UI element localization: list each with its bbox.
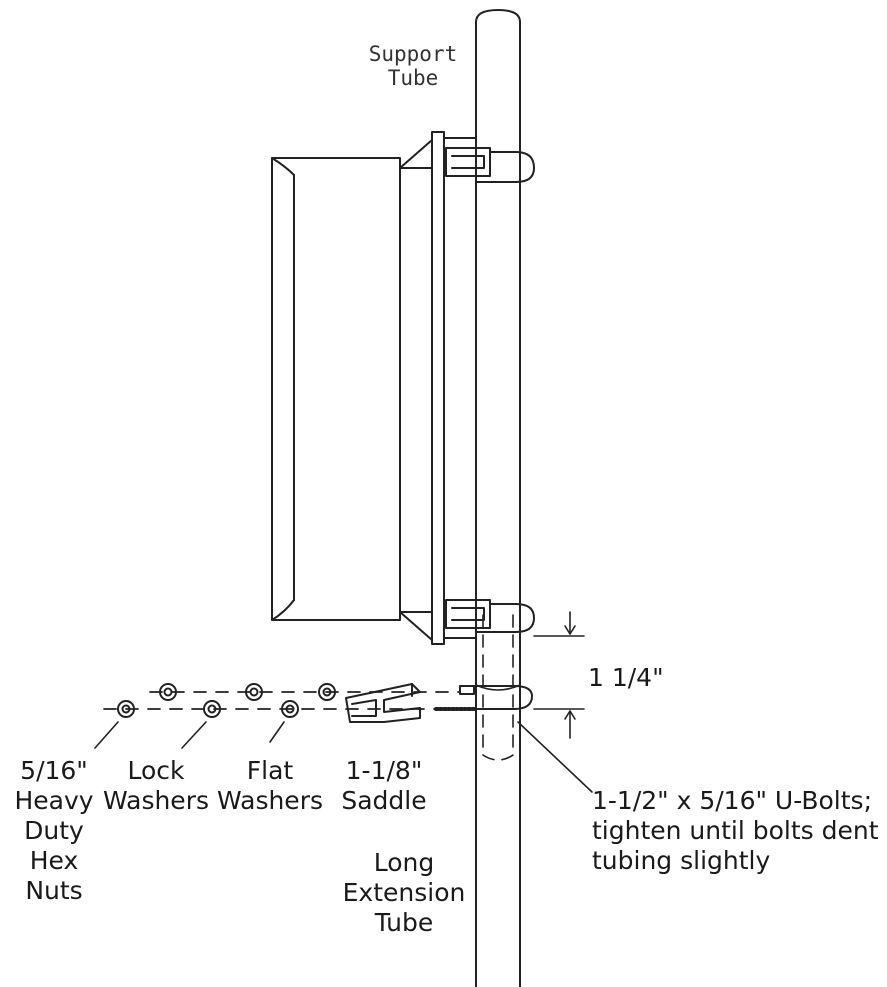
lock-washers-label-line-1: Lock	[127, 756, 185, 785]
flat-washer-icons	[281, 683, 336, 718]
support-tube-label: Support Tube	[350, 42, 476, 90]
extension-tube-label-line-3: Tube	[374, 908, 434, 937]
hex-nut-icons	[117, 683, 177, 718]
upper-u-bolt	[445, 147, 535, 183]
lock-washers-label: Lock Washers	[100, 756, 212, 816]
flat-washers-label-line-1: Flat	[246, 756, 294, 785]
hex-nuts-label-line-3: Duty	[24, 816, 84, 845]
extension-tube-label-line-1: Long	[373, 848, 435, 877]
u-bolts-label-line-1: 1-1/2" x 5/16" U-Bolts;	[592, 786, 873, 815]
hex-nuts-label-line-5: Nuts	[25, 876, 83, 905]
saddle-label-line-2: Saddle	[341, 786, 427, 815]
saddle-label: 1-1/8" Saddle	[336, 756, 432, 816]
hex-nuts-label: 5/16" Heavy Duty Hex Nuts	[4, 756, 104, 906]
support-tube-label-line-2: Tube	[387, 66, 439, 90]
extension-tube-hidden	[482, 614, 514, 761]
antenna-body	[271, 139, 433, 641]
support-tube-label-line-1: Support	[368, 42, 458, 66]
lock-washers-label-line-2: Washers	[103, 786, 209, 815]
u-bolts-label-line-2: tighten until bolts dent	[592, 816, 879, 845]
mounting-bracket	[431, 131, 477, 645]
extension-tube-label: Long Extension Tube	[338, 848, 470, 938]
hex-nuts-label-line-4: Hex	[29, 846, 79, 875]
extension-tube-label-line-2: Extension	[342, 878, 466, 907]
flat-washers-label: Flat Washers	[212, 756, 328, 816]
dimension-marker	[533, 611, 585, 739]
assembly-lines	[103, 691, 461, 710]
lock-washer-icons	[203, 683, 263, 718]
lower-u-bolt	[445, 599, 535, 633]
u-bolts-label-line-3: tubing slightly	[592, 846, 771, 875]
flat-washers-label-line-2: Washers	[217, 786, 323, 815]
saddle-label-line-1: 1-1/8"	[345, 756, 423, 785]
hex-nuts-label-line-2: Heavy	[14, 786, 94, 815]
hex-nuts-label-line-1: 5/16"	[20, 756, 88, 785]
exploded-u-bolt	[434, 685, 533, 711]
exploded-saddle	[345, 683, 421, 723]
dimension-label: 1 1/4"	[588, 663, 664, 692]
u-bolts-label: 1-1/2" x 5/16" U-Bolts; tighten until bo…	[592, 786, 879, 876]
leader-lines	[94, 721, 593, 793]
